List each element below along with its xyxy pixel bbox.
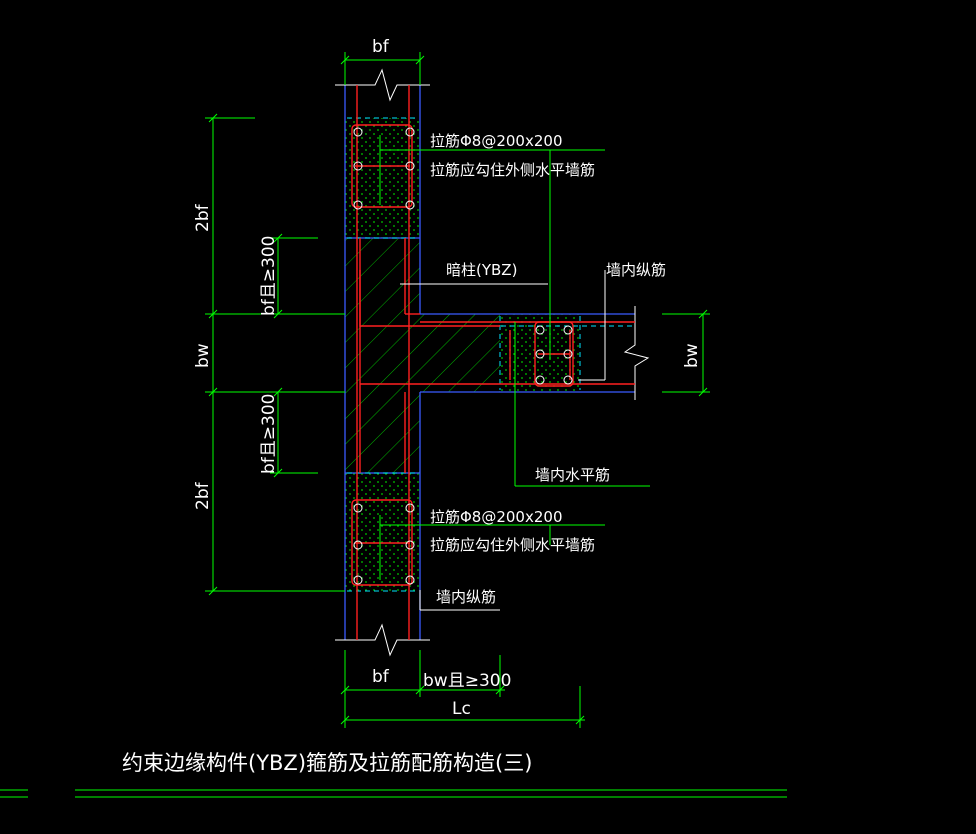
label-column: 暗柱(YBZ) xyxy=(446,261,517,279)
rebar xyxy=(351,85,635,640)
label-bw-bottom: bw且≥300 xyxy=(423,671,511,691)
label-bw-right: bw xyxy=(682,343,702,368)
label-bf-300-upper: bf且≥300 xyxy=(259,236,279,316)
label-tie-upper-2: 拉筋应勾住外侧水平墙筋 xyxy=(430,161,595,179)
label-2bf-upper: 2bf xyxy=(193,203,213,232)
drawing-title: 约束边缘构件(YBZ)箍筋及拉筋配筋构造(三) xyxy=(122,751,532,775)
label-2bf-lower: 2bf xyxy=(193,481,213,510)
label-bw-left: bw xyxy=(193,343,213,368)
label-bf-bottom: bf xyxy=(372,667,390,687)
label-wall-long-bar-bottom: 墙内纵筋 xyxy=(436,588,496,606)
label-tie-upper-1: 拉筋Φ8@200x200 xyxy=(430,132,563,150)
dimension-ticks xyxy=(208,55,708,725)
label-bf-top: bf xyxy=(372,37,390,57)
leader-lines xyxy=(379,135,650,611)
label-wall-long-bar-right: 墙内纵筋 xyxy=(606,261,666,279)
rebar-dots xyxy=(353,127,573,585)
label-horizontal-bar: 墙内水平筋 xyxy=(535,466,610,484)
label-bf-300-lower: bf且≥300 xyxy=(259,394,279,474)
hidden-lines xyxy=(347,117,633,592)
break-lines xyxy=(335,68,650,657)
label-tie-lower-1: 拉筋Φ8@200x200 xyxy=(430,508,563,526)
dimension-lines xyxy=(0,52,787,798)
label-tie-lower-2: 拉筋应勾住外侧水平墙筋 xyxy=(430,536,595,554)
label-lc: Lc xyxy=(452,699,471,719)
